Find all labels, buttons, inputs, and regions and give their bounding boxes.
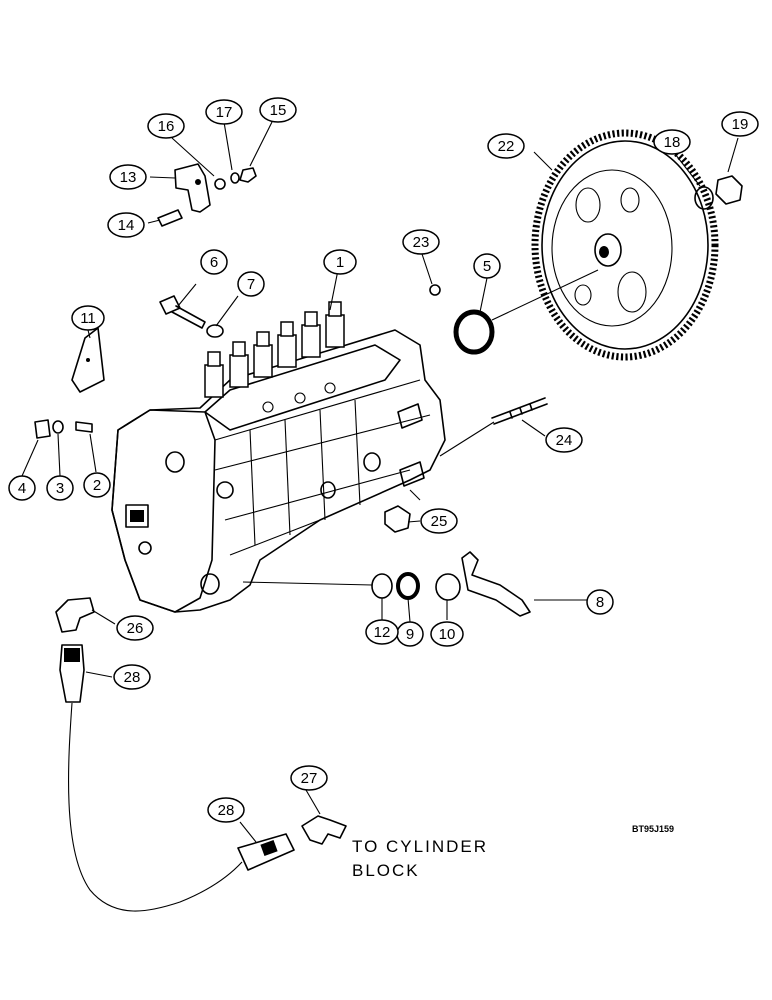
callout-25: 25	[420, 508, 458, 534]
cover-plate-11	[71, 327, 105, 393]
callout-8: 8	[586, 589, 614, 615]
note-line-2: BLOCK	[352, 861, 420, 880]
callout-5: 5	[473, 253, 501, 279]
callout-6: 6	[200, 249, 228, 275]
callout-number: 25	[431, 513, 448, 530]
callout-number: 27	[301, 770, 318, 787]
washer-3	[52, 420, 64, 434]
bolt-6	[159, 295, 206, 329]
nut-15	[239, 167, 257, 183]
nut-25	[384, 505, 411, 533]
callout-number: 11	[80, 310, 96, 327]
callout-4: 4	[8, 475, 36, 501]
washer-16	[214, 178, 226, 190]
callout-26: 26	[116, 615, 154, 641]
callout-15: 15	[259, 97, 297, 123]
callout-14: 14	[107, 212, 145, 238]
callout-9: 9	[396, 621, 424, 647]
callout-3: 3	[46, 475, 74, 501]
callout-16: 16	[147, 113, 185, 139]
callout-number: 18	[664, 134, 681, 151]
callout-number: 10	[439, 626, 456, 643]
callout-number: 7	[247, 276, 255, 293]
o-ring-23	[429, 284, 441, 296]
callout-13: 13	[109, 164, 147, 190]
callout-number: 26	[127, 620, 144, 637]
hose-line	[67, 702, 243, 912]
bracket-13	[174, 163, 211, 213]
nut-19	[715, 175, 743, 205]
fitting-28-lower	[237, 833, 295, 871]
callout-number: 4	[18, 480, 26, 497]
fitting-28-upper	[59, 644, 85, 703]
callout-17: 17	[205, 99, 243, 125]
callout-27: 27	[290, 765, 328, 791]
callout-number: 17	[216, 104, 233, 121]
callout-7: 7	[237, 271, 265, 297]
callout-11: 11	[71, 305, 105, 331]
ring-12	[371, 573, 393, 599]
callout-number: 19	[732, 116, 749, 133]
stud-24	[491, 397, 548, 425]
callout-number: 16	[158, 118, 175, 135]
callout-number: 28	[124, 669, 141, 686]
callout-19: 19	[721, 111, 759, 137]
callout-number: 8	[596, 594, 604, 611]
washer-7	[206, 324, 224, 338]
note-line-1: TO CYLINDER	[352, 837, 488, 856]
screw-14	[157, 209, 183, 227]
elbow-26	[55, 597, 95, 633]
callout-number: 15	[270, 102, 287, 119]
injection-pump	[111, 301, 446, 613]
callout-number: 23	[413, 234, 430, 251]
callout-number: 14	[118, 217, 135, 234]
drive-gear	[531, 129, 719, 361]
callout-12: 12	[365, 619, 399, 645]
fitting-2	[75, 421, 93, 433]
bushing-9	[396, 572, 420, 600]
callout-2: 2	[83, 472, 111, 498]
callout-1: 1	[323, 249, 357, 275]
callout-28-lower: 28	[207, 797, 245, 823]
callout-number: 5	[483, 258, 491, 275]
callout-number: 12	[374, 624, 391, 641]
callout-24: 24	[545, 427, 583, 453]
delivery-valves	[204, 301, 345, 398]
callout-number: 2	[93, 477, 101, 494]
callout-number: 13	[120, 169, 137, 186]
lockwasher-17	[230, 172, 240, 184]
callout-number: 6	[210, 254, 218, 271]
callout-number: 24	[556, 432, 573, 449]
leader-lines	[21, 121, 739, 843]
tee-27	[301, 815, 347, 845]
callout-number: 28	[218, 802, 235, 819]
lever-8	[461, 551, 531, 617]
callout-number: 22	[498, 138, 515, 155]
spacer-10	[435, 573, 461, 601]
reference-code: BT95J159	[632, 824, 674, 834]
callout-28-upper: 28	[113, 664, 151, 690]
washer-18	[694, 186, 714, 210]
callout-23: 23	[402, 229, 440, 255]
callout-18: 18	[653, 129, 691, 155]
o-ring-5	[453, 309, 495, 355]
fitting-4	[34, 419, 51, 439]
callout-number: 9	[406, 626, 414, 643]
callout-number: 1	[336, 254, 344, 271]
callout-22: 22	[487, 133, 525, 159]
callout-10: 10	[430, 621, 464, 647]
callout-number: 3	[56, 480, 64, 497]
